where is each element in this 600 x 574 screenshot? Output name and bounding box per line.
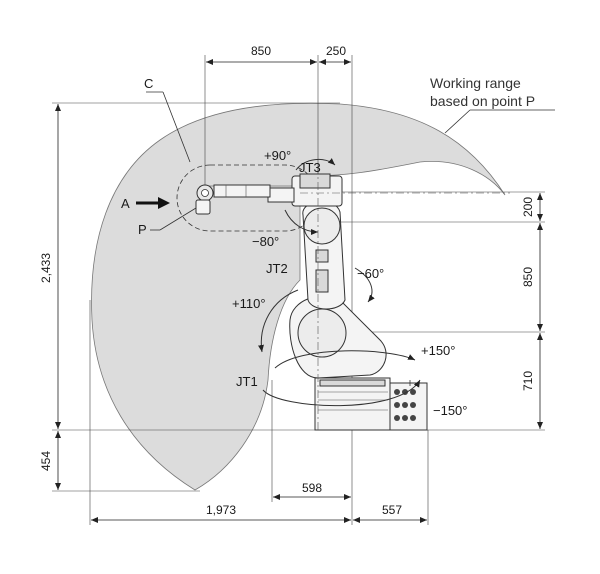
- dim-shoulder-height: 850: [521, 267, 535, 287]
- joint-motion-arcs: [258, 158, 421, 407]
- dim-back-reach: 1,973: [206, 503, 236, 517]
- jt3-minus-label: −80°: [252, 234, 279, 249]
- view-arrow-a: [136, 197, 170, 209]
- jt3-plus-label: +90°: [264, 148, 291, 163]
- working-range-label-line2: based on point P: [430, 93, 535, 109]
- jt1-label: JT1: [236, 374, 258, 389]
- jt1-plus-label: +150°: [421, 343, 455, 358]
- dim-top-offset: 250: [326, 44, 346, 58]
- point-a-label: A: [121, 196, 130, 211]
- point-p-leader: [150, 207, 197, 231]
- dim-total-height: 2,433: [39, 253, 53, 283]
- jt2-minus-label: −60°: [357, 266, 384, 281]
- jt3-label: JT3: [299, 160, 321, 175]
- extension-lines: [52, 55, 545, 525]
- dim-arm-offset: 200: [521, 197, 535, 217]
- dim-base-height: 710: [521, 371, 535, 391]
- jt2-label: JT2: [266, 261, 288, 276]
- working-range-label-line1: Working range: [430, 75, 521, 91]
- dimension-lines: [55, 59, 543, 523]
- center-lines: [300, 166, 510, 432]
- robot-lower-arm: [289, 200, 387, 379]
- jt2-plus-label: +110°: [232, 296, 266, 311]
- point-c-label: C: [144, 76, 153, 91]
- dim-below-base: 454: [39, 451, 53, 471]
- dim-top-reach: 850: [251, 44, 271, 58]
- jt1-minus-label: −150°: [433, 403, 467, 418]
- dim-front-reach: 557: [382, 503, 402, 517]
- robot-upper-arm: [195, 173, 343, 215]
- dim-inner-reach: 598: [302, 481, 322, 495]
- robot-base: [314, 377, 428, 431]
- working-range-callout: Working range based on point P: [430, 75, 555, 134]
- working-range-area: [91, 102, 506, 491]
- point-p-label: P: [138, 222, 147, 237]
